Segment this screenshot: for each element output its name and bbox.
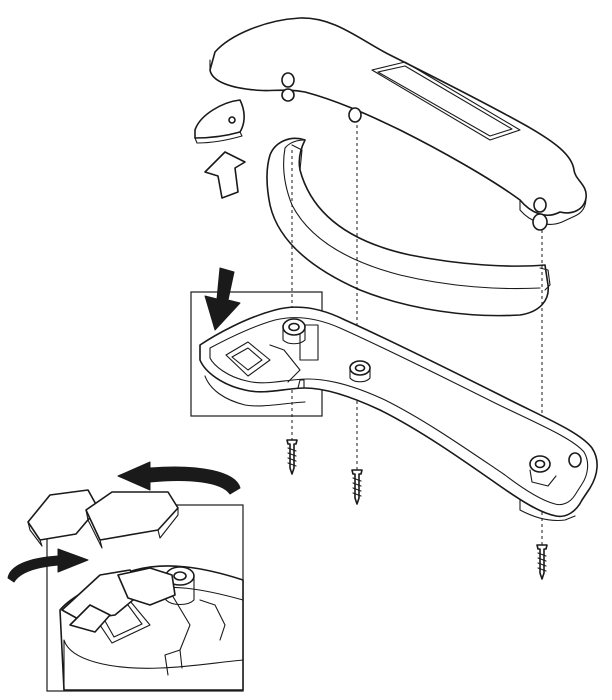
curved-rail (266, 137, 551, 317)
post-right-lower (532, 213, 548, 231)
down-arrow-icon (204, 267, 241, 331)
rotate-arrow-icon (117, 461, 241, 495)
post-top-left (281, 72, 295, 88)
post-lower-left (281, 88, 295, 102)
top-cover (209, 17, 587, 231)
screw (351, 469, 363, 505)
screw (536, 544, 548, 580)
up-arrow-icon (204, 151, 246, 199)
screw (286, 439, 298, 475)
post-middle (348, 107, 362, 123)
lever-pieces (27, 489, 179, 549)
alignment-lines (291, 125, 543, 545)
lower-lever-pieces (61, 567, 176, 633)
post-right (533, 197, 547, 213)
rotate-arrow-icon (7, 548, 89, 583)
base-frame (199, 306, 598, 522)
small-clip (194, 99, 245, 144)
